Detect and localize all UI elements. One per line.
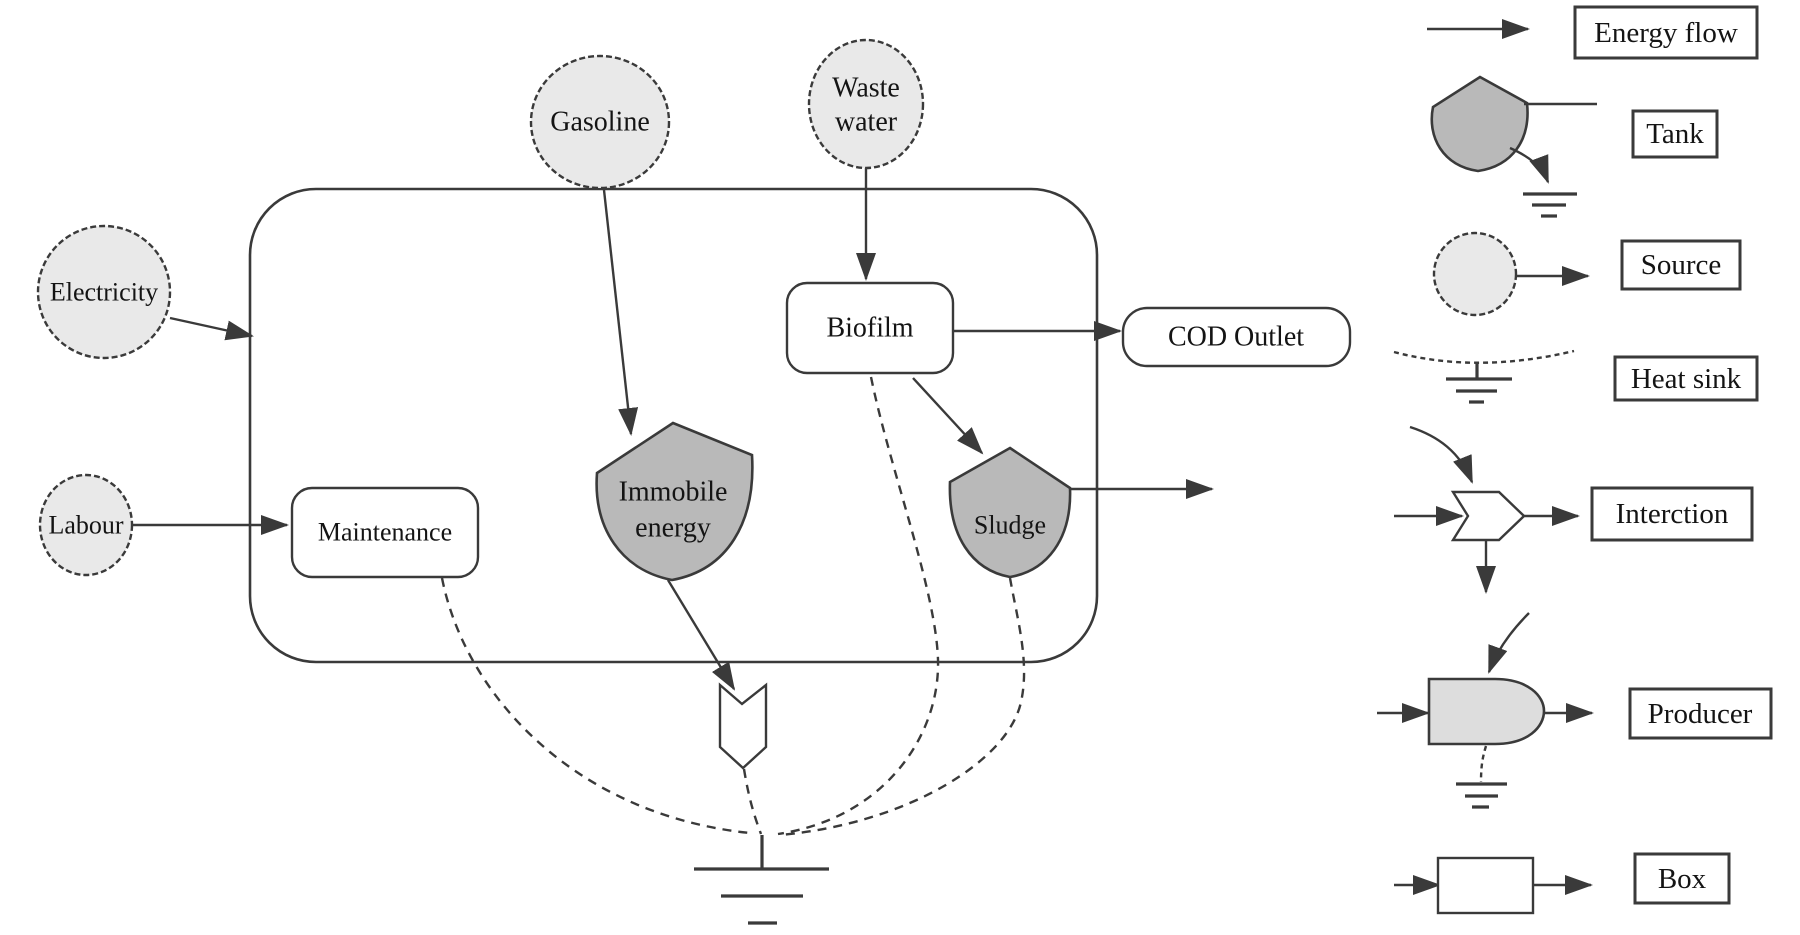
legend-tank-symbol: [1430, 75, 1597, 218]
legend-heat-sink-symbol: [1393, 349, 1575, 404]
svg-text:Interction: Interction: [1616, 498, 1729, 530]
legend-label-energy-flow: Energy flow: [1573, 5, 1759, 60]
legend-label-box: Box: [1633, 852, 1731, 905]
source-label-gasoline: Gasoline: [550, 107, 650, 138]
legend-label-source: Source: [1620, 239, 1742, 291]
heat-sink-ground: [694, 835, 829, 925]
outlet-chevron-symbol: [718, 682, 768, 770]
dashed-flow-outlet-chevron-to-heat-sink: [742, 768, 763, 835]
legend-source-symbol: [1432, 231, 1590, 317]
box-label-cod-outlet: COD Outlet: [1168, 322, 1304, 353]
svg-text:Tank: Tank: [1646, 118, 1704, 150]
box-label-maintenance: Maintenance: [318, 518, 452, 547]
source-label-labour: Labour: [48, 511, 123, 540]
legend-label-producer: Producer: [1628, 687, 1773, 740]
dashed-flow-sludge-to-heat-sink: [779, 577, 1026, 837]
dashed-flow-biofilm-to-heat-sink: [777, 376, 940, 836]
legend-label-interaction: Interction: [1590, 486, 1754, 542]
box-label-biofilm: Biofilm: [826, 313, 913, 344]
box-biofilm: Biofilm: [785, 281, 955, 375]
tank-immobile-energy: Immobile energy: [595, 421, 754, 582]
source-waste-water: Waste water: [807, 38, 925, 170]
dashed-flow-maintenance-to-heat-sink: [440, 577, 751, 835]
svg-text:Energy flow: Energy flow: [1594, 17, 1738, 49]
system-boundary: [248, 187, 1099, 664]
box-maintenance: Maintenance: [290, 486, 480, 579]
tank-label-immobile-energy-line2: energy: [635, 513, 711, 544]
source-label-waste-water-line1: Waste: [832, 73, 900, 104]
source-label-waste-water-line2: water: [835, 107, 898, 138]
arrow-electricity-to-system: [169, 316, 254, 341]
tank-label-sludge: Sludge: [974, 511, 1046, 540]
arrow-gasoline-to-immobile-energy: [602, 189, 639, 436]
legend-producer-symbol: [1377, 612, 1594, 809]
tank-sludge: Sludge: [948, 446, 1072, 579]
svg-text:Box: Box: [1658, 863, 1707, 895]
legend-interaction-symbol: [1394, 425, 1580, 594]
svg-text:Source: Source: [1641, 249, 1722, 281]
arrow-immobile-energy-to-outlet-chevron: [666, 579, 736, 691]
source-labour: Labour: [38, 473, 134, 577]
svg-text:Heat sink: Heat sink: [1631, 363, 1742, 395]
legend-box-symbol: [1394, 856, 1593, 915]
legend-label-tank: Tank: [1631, 109, 1719, 159]
box-cod-outlet: COD Outlet: [1121, 306, 1352, 368]
tank-label-immobile-energy-line1: Immobile: [619, 477, 728, 508]
svg-text:Producer: Producer: [1648, 698, 1753, 730]
source-gasoline: Gasoline: [529, 54, 671, 190]
source-label-electricity: Electricity: [50, 278, 158, 307]
arrow-biofilm-to-sludge: [912, 377, 984, 455]
source-electricity: Electricity: [36, 224, 172, 360]
legend-label-heat-sink: Heat sink: [1613, 355, 1759, 402]
